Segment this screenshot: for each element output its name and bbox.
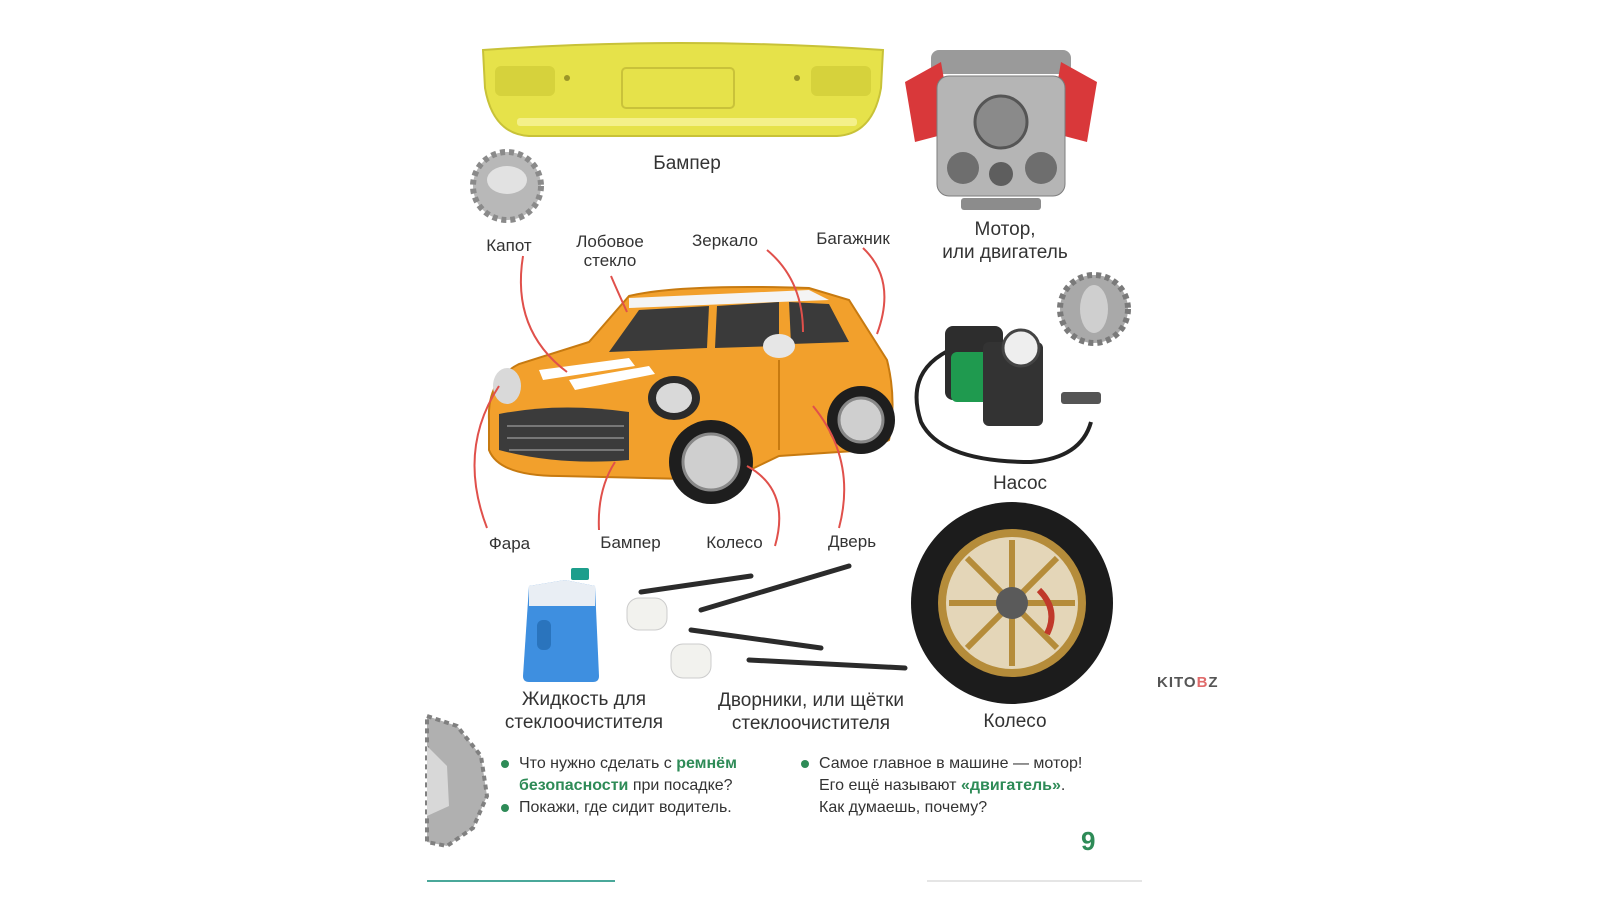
motor-label: Мотор, или двигатель xyxy=(925,218,1085,264)
questions-left: Что нужно сделать с ремнём безопасности … xyxy=(499,753,779,819)
car-wheel-label: Колесо xyxy=(706,533,763,552)
question-text: при посадке? xyxy=(628,777,733,794)
wiper-image xyxy=(626,563,908,679)
car-bumper-label: Бампер xyxy=(600,533,661,552)
gear-image-2 xyxy=(1057,272,1131,346)
hood-label: Капот xyxy=(486,236,532,255)
book-page: Бампер Мотор, или двигатель Капот Лобово… xyxy=(425,0,1142,900)
gear-image-3 xyxy=(425,713,490,849)
motor-label-line1: Мотор, xyxy=(974,219,1036,240)
bumper-image xyxy=(481,42,885,137)
gear-image xyxy=(470,149,544,223)
door-label: Дверь xyxy=(827,532,877,551)
bullet-icon xyxy=(501,804,509,812)
fluid-label-line1: Жидкость для xyxy=(521,689,647,710)
watermark-mid: B xyxy=(1196,674,1209,691)
question-seatbelt: Что нужно сделать с ремнём безопасности … xyxy=(499,753,779,797)
question-driver: Покажи, где сидит водитель. xyxy=(499,797,779,819)
page-number: 9 xyxy=(1081,826,1096,856)
question-text: Покажи, где сидит водитель. xyxy=(519,799,732,816)
bullet-icon xyxy=(801,760,809,768)
watermark-right: Z xyxy=(1208,674,1219,691)
windshield-label-line1: Лобовое xyxy=(576,232,644,251)
fluid-label-line2: стеклоочистителя xyxy=(504,712,664,733)
mirror-label: Зеркало xyxy=(691,231,758,250)
pump-image xyxy=(914,326,1101,465)
engine-image xyxy=(905,50,1097,210)
bottom-rule-2 xyxy=(927,880,1142,882)
trunk-label: Багажник xyxy=(816,229,890,248)
highlight-text: ремнём xyxy=(676,755,737,772)
windshield-label-line2: стекло xyxy=(583,251,637,270)
fluid-label: Жидкость для стеклоочистителя xyxy=(489,688,679,734)
bumper-label: Бампер xyxy=(653,153,721,174)
bottom-rule xyxy=(427,880,615,882)
highlight-text: безопасности xyxy=(519,777,629,794)
car-image xyxy=(487,286,895,504)
motor-label-line2: или двигатель xyxy=(942,242,1068,263)
wipers-label: Дворники, или щётки стеклоочистителя xyxy=(703,689,919,735)
question-text: . xyxy=(1060,777,1066,794)
wipers-label-line1: Дворники, или щётки xyxy=(718,690,904,711)
pump-label: Насос xyxy=(992,473,1048,494)
question-text: Его ещё называют xyxy=(819,777,961,794)
watermark: KITOBZ xyxy=(1157,674,1219,691)
wipers-label-line2: стеклоочистителя xyxy=(731,713,891,734)
big-wheel-label: Колесо xyxy=(983,711,1047,732)
windshield-label: Лобовое стекло xyxy=(565,232,655,270)
question-motor: Самое главное в машине — мотор! Его ещё … xyxy=(799,753,1119,819)
questions-right: Самое главное в машине — мотор! Его ещё … xyxy=(799,753,1119,819)
bullet-icon xyxy=(501,760,509,768)
headlight-label: Фара xyxy=(488,534,531,553)
question-text: Самое главное в машине — мотор! xyxy=(819,755,1083,772)
watermark-left: KITO xyxy=(1157,674,1197,691)
question-text: Что нужно сделать с xyxy=(519,755,677,772)
highlight-text: «двигатель» xyxy=(960,777,1061,794)
wheel-image xyxy=(911,502,1113,704)
pointer-lines xyxy=(473,247,886,547)
question-text: Как думаешь, почему? xyxy=(819,799,988,816)
fluid-bottle-image xyxy=(523,568,599,682)
